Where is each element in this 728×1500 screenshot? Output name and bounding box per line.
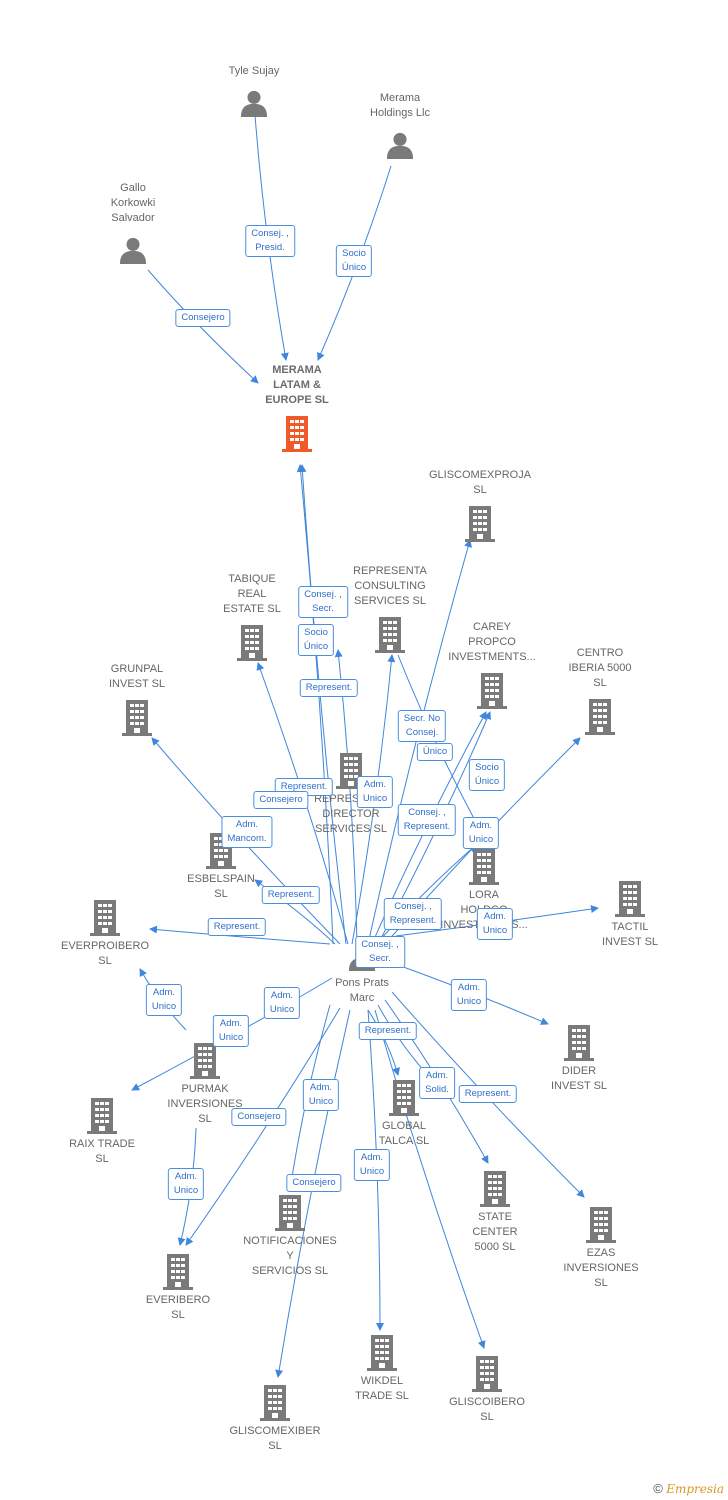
node-label-tabique[interactable]: TABIQUE REAL ESTATE SL: [223, 573, 281, 615]
relation-label-29[interactable]: Consejero: [231, 1108, 287, 1126]
relation-label-22[interactable]: Adm. Unico: [263, 987, 301, 1019]
relation-label-15[interactable]: Adm. Unico: [462, 817, 500, 849]
node-label-esbelspain[interactable]: ESBELSPAIN SL: [187, 873, 255, 900]
gliscomexiber-building-icon[interactable]: [260, 1385, 290, 1421]
wikdel-building-icon[interactable]: [367, 1335, 397, 1371]
merama-latam-building-icon[interactable]: [282, 416, 312, 452]
relation-label-12[interactable]: Adm. Unico: [356, 776, 394, 808]
relation-label-27[interactable]: Represent.: [458, 1085, 518, 1103]
representa-consulting-building-icon[interactable]: [375, 617, 405, 653]
tyle-person-icon[interactable]: [240, 90, 268, 117]
copyright-symbol: ©: [653, 1481, 663, 1496]
edge-7: [367, 539, 472, 945]
node-label-merama-latam[interactable]: MERAMA LATAM & EUROPE SL: [265, 364, 329, 406]
node-label-purmak[interactable]: PURMAK INVERSIONES SL: [167, 1083, 243, 1125]
global-talca-building-icon[interactable]: [389, 1080, 419, 1116]
node-label-state-center[interactable]: STATE CENTER 5000 SL: [472, 1211, 518, 1253]
gliscoibero-building-icon[interactable]: [472, 1356, 502, 1392]
node-label-gliscoibero[interactable]: GLISCOIBERO SL: [449, 1396, 525, 1423]
relation-label-19[interactable]: Represent.: [207, 918, 267, 936]
relation-label-17[interactable]: Consej. , Represent.: [383, 898, 443, 930]
copyright: © Empresia: [653, 1481, 724, 1496]
dider-building-icon[interactable]: [564, 1025, 594, 1061]
tabique-building-icon[interactable]: [237, 625, 267, 661]
node-label-everibero[interactable]: EVERIBERO SL: [145, 1294, 211, 1321]
relation-label-11[interactable]: Consejero: [253, 791, 309, 809]
edge-23: [374, 1009, 486, 1349]
node-label-gliscomexproja[interactable]: GLISCOMEXPROJA SL: [428, 469, 532, 496]
relation-label-25[interactable]: Adm. Unico: [450, 979, 488, 1011]
edge-4: [296, 464, 334, 945]
relation-label-23[interactable]: Adm. Unico: [212, 1015, 250, 1047]
node-label-global-talca[interactable]: GLOBAL TALCA SL: [378, 1120, 430, 1147]
notificaciones-building-icon[interactable]: [275, 1195, 305, 1231]
carey-building-icon[interactable]: [477, 673, 507, 709]
everproibero-building-icon[interactable]: [90, 900, 120, 936]
node-label-merama-holdings[interactable]: Merama Holdings Llc: [370, 92, 430, 119]
grunpal-building-icon[interactable]: [122, 700, 152, 736]
gliscomexproja-building-icon[interactable]: [465, 506, 495, 542]
purmak-building-icon[interactable]: [190, 1043, 220, 1079]
raix-building-icon[interactable]: [87, 1098, 117, 1134]
relation-label-14[interactable]: Consej. , Represent.: [397, 804, 457, 836]
relation-label-16[interactable]: Represent.: [261, 886, 321, 904]
relation-label-13[interactable]: Adm. Mancom.: [221, 816, 273, 848]
relation-label-31[interactable]: Consejero: [286, 1174, 342, 1192]
everibero-building-icon[interactable]: [163, 1254, 193, 1290]
relation-label-30[interactable]: Adm. Unico: [167, 1168, 205, 1200]
relation-label-24[interactable]: Represent.: [358, 1022, 418, 1040]
relation-label-21[interactable]: Adm. Unico: [145, 984, 183, 1016]
relation-label-4[interactable]: Consej. , Secr.: [298, 586, 348, 618]
relation-label-18[interactable]: Adm. Unico: [476, 908, 514, 940]
gallo-person-icon[interactable]: [119, 237, 147, 264]
node-label-notificaciones[interactable]: NOTIFICACIONES Y SERVICIOS SL: [243, 1235, 337, 1277]
relation-label-28[interactable]: Adm. Unico: [302, 1079, 340, 1111]
edge-15: [149, 925, 331, 945]
node-label-everproibero[interactable]: EVERPROIBERO SL: [60, 940, 150, 967]
relation-label-6[interactable]: Represent.: [299, 679, 359, 697]
node-label-tyle[interactable]: Tyle Sujay: [228, 65, 280, 77]
relation-label-26[interactable]: Adm. Solid.: [419, 1067, 455, 1099]
relation-label-20[interactable]: Consej. , Secr.: [355, 936, 405, 968]
edge-25: [275, 1009, 351, 1378]
relation-label-32[interactable]: Adm. Unico: [353, 1149, 391, 1181]
node-label-pons[interactable]: Pons Prats Marc: [335, 977, 389, 1004]
relation-label-7[interactable]: Secr. No Consej.: [397, 710, 447, 742]
node-label-tactil[interactable]: TACTIL INVEST SL: [601, 921, 659, 948]
node-label-centro-iberia[interactable]: CENTRO IBERIA 5000 SL: [568, 647, 632, 689]
brand-logo[interactable]: Empresia: [666, 1482, 724, 1496]
centro-iberia-building-icon[interactable]: [585, 699, 615, 735]
node-label-gallo[interactable]: Gallo Korkowki Salvador: [110, 182, 156, 224]
relation-label-2[interactable]: Socio Único: [335, 245, 373, 277]
node-icons: [87, 90, 645, 1421]
relation-label-1[interactable]: Consej. , Presid.: [245, 225, 295, 257]
merama-holdings-person-icon[interactable]: [386, 132, 414, 159]
relation-label-9[interactable]: Socio Único: [468, 759, 506, 791]
relation-label-3[interactable]: Consejero: [175, 309, 231, 327]
lora-building-icon[interactable]: [469, 849, 499, 885]
edge-26: [185, 1007, 341, 1246]
node-label-ezas[interactable]: EZAS INVERSIONES SL: [563, 1247, 639, 1289]
tactil-building-icon[interactable]: [615, 881, 645, 917]
relation-label-8[interactable]: Único: [416, 743, 454, 761]
ezas-building-icon[interactable]: [586, 1207, 616, 1243]
node-label-representa-consulting[interactable]: REPRESENTA CONSULTING SERVICES SL: [353, 565, 427, 607]
node-label-dider[interactable]: DIDER INVEST SL: [550, 1065, 608, 1092]
node-label-wikdel[interactable]: WIKDEL TRADE SL: [355, 1375, 409, 1402]
node-label-raix[interactable]: RAIX TRADE SL: [69, 1138, 135, 1165]
edge-22: [367, 1009, 400, 1076]
node-label-grunpal[interactable]: GRUNPAL INVEST SL: [108, 663, 166, 690]
state-center-building-icon[interactable]: [480, 1171, 510, 1207]
edge-31: [397, 654, 481, 831]
relation-label-5[interactable]: Socio Único: [297, 624, 335, 656]
edge-5: [298, 464, 347, 945]
node-label-carey[interactable]: CAREY PROPCO INVESTMENTS...: [448, 621, 536, 663]
node-label-gliscomexiber[interactable]: GLISCOMEXIBER SL: [229, 1425, 321, 1452]
